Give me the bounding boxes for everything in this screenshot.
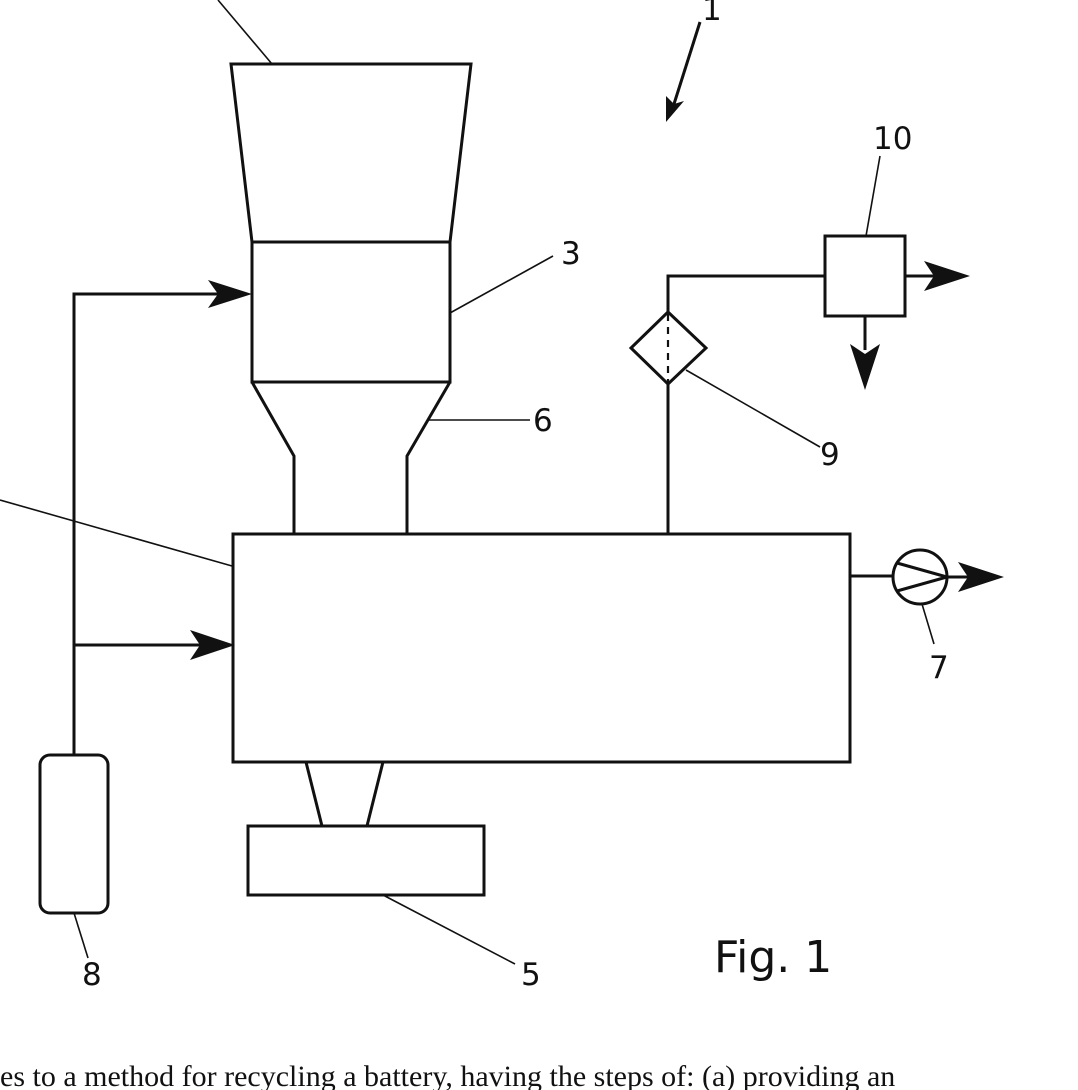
label-3: 3 <box>561 236 581 272</box>
main-vessel <box>233 534 850 762</box>
label-6: 6 <box>533 403 553 439</box>
label-1: 1 <box>702 0 722 28</box>
gas-supply-cylinder <box>40 755 108 913</box>
label-5: 5 <box>521 957 541 993</box>
funnel <box>252 382 450 534</box>
separator-box <box>825 236 905 316</box>
arrow-separator-down <box>850 344 880 390</box>
feed-unit-box <box>252 242 450 382</box>
leader-lines <box>0 0 934 964</box>
apparatus-leader <box>674 22 700 104</box>
outlet-container <box>248 826 484 895</box>
offgas-line-upper <box>668 276 825 312</box>
body-text-line: es to a method for recycling a battery, … <box>0 1060 895 1090</box>
pump-icon <box>893 550 947 604</box>
bottom-outlet <box>306 762 383 826</box>
label-9: 9 <box>820 437 840 473</box>
figure-caption: Fig. 1 <box>714 932 832 983</box>
hopper <box>231 64 471 242</box>
label-10: 10 <box>873 121 912 157</box>
label-7: 7 <box>929 650 949 686</box>
supply-line <box>74 294 218 755</box>
filter-icon <box>631 312 706 384</box>
label-8: 8 <box>82 957 102 993</box>
